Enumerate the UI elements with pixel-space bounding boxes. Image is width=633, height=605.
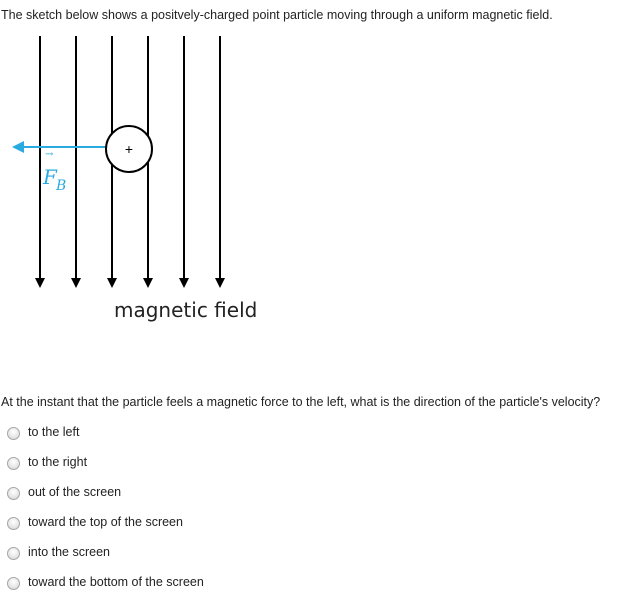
answer-options: to the left to the right out of the scre… — [0, 420, 204, 600]
answer-option-label: to the right — [28, 455, 88, 469]
answer-option-label: to the left — [28, 425, 80, 439]
force-label: → F B — [42, 149, 66, 194]
force-symbol: F — [42, 165, 58, 189]
field-arrowhead — [35, 278, 45, 288]
intro-text: The sketch below shows a positvely-charg… — [1, 8, 553, 22]
force-subscript: B — [55, 178, 66, 194]
answer-option-label: toward the bottom of the screen — [28, 575, 204, 589]
charged-particle: + — [105, 125, 153, 173]
magnetic-field-diagram: + → F B magnetic field — [12, 36, 257, 322]
field-arrowheads — [35, 278, 225, 288]
radio-button[interactable] — [7, 427, 20, 440]
answer-option[interactable]: to the left — [0, 420, 204, 450]
radio-button[interactable] — [7, 517, 20, 530]
answer-option[interactable]: into the screen — [0, 540, 204, 570]
charge-sign: + — [125, 141, 133, 157]
answer-option-label: out of the screen — [28, 485, 122, 499]
answer-option[interactable]: toward the bottom of the screen — [0, 570, 204, 600]
radio-button[interactable] — [7, 577, 20, 590]
force-vector-arrow: → — [45, 149, 54, 160]
radio-button[interactable] — [7, 457, 20, 470]
answer-option-label: toward the top of the screen — [28, 515, 183, 529]
field-label: magnetic field — [114, 298, 257, 322]
particle-circle — [105, 125, 153, 173]
field-arrowhead — [107, 278, 117, 288]
field-arrowhead — [71, 278, 81, 288]
radio-button[interactable] — [7, 487, 20, 500]
field-arrowhead — [143, 278, 153, 288]
radio-button[interactable] — [7, 547, 20, 560]
force-arrow — [12, 141, 106, 153]
answer-option[interactable]: toward the top of the screen — [0, 510, 204, 540]
force-arrowhead — [12, 141, 24, 153]
answer-option[interactable]: out of the screen — [0, 480, 204, 510]
answer-option[interactable]: to the right — [0, 450, 204, 480]
question-text: At the instant that the particle feels a… — [1, 395, 601, 409]
answer-option-label: into the screen — [28, 545, 110, 559]
field-arrowhead — [179, 278, 189, 288]
field-arrowhead — [215, 278, 225, 288]
